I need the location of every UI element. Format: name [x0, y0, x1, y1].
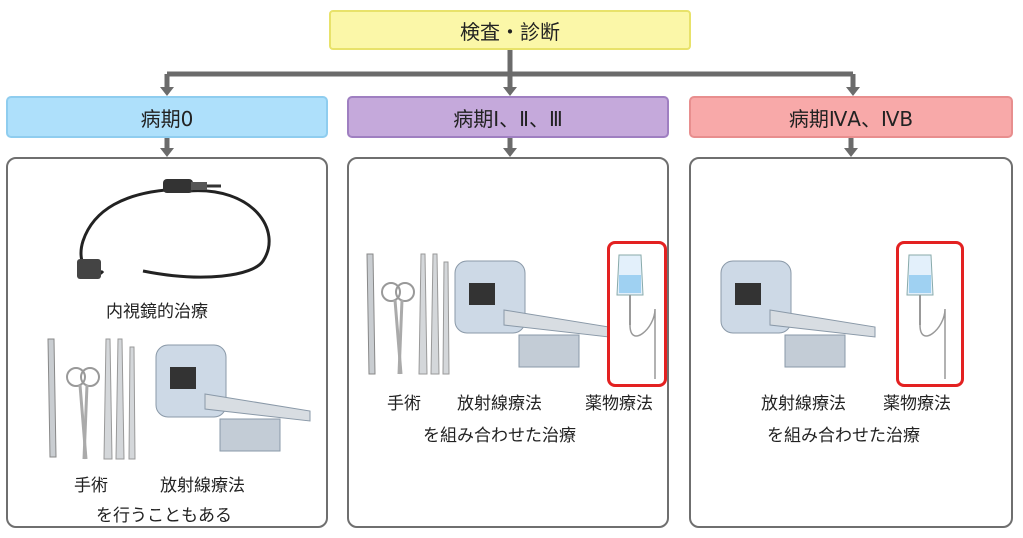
stage-0-header: 病期0: [6, 96, 328, 138]
radiation-machine-icon: [155, 344, 311, 452]
drug-therapy-highlight: [896, 241, 964, 387]
stage-4-header: 病期ⅣA、ⅣB: [689, 96, 1013, 138]
radiation-machine-icon: [454, 260, 610, 368]
radiation-label: 放射線療法: [761, 394, 846, 414]
panel-note: を組み合わせた治療: [767, 426, 920, 446]
stage-1-3-label: 病期Ⅰ、Ⅱ、Ⅲ: [453, 106, 563, 131]
panel-note: を組み合わせた治療: [423, 426, 576, 446]
drug-therapy-label: 薬物療法: [585, 394, 653, 414]
radiation-label: 放射線療法: [160, 476, 245, 496]
stage-1-3-treatment-panel: 手術 放射線療法 薬物療法 を組み合わせた治療: [347, 157, 669, 528]
diagnosis-label: 検査・診断: [460, 19, 560, 44]
radiation-machine-icon: [720, 260, 876, 368]
radiation-label: 放射線療法: [457, 394, 542, 414]
drug-therapy-label: 薬物療法: [883, 394, 951, 414]
panel-note: を行うこともある: [96, 506, 232, 526]
surgical-tools-icon: [366, 253, 450, 375]
surgical-tools-icon: [47, 338, 136, 460]
iv-drip-icon: [616, 254, 656, 379]
stage-1-3-header: 病期Ⅰ、Ⅱ、Ⅲ: [347, 96, 669, 138]
endoscope-label: 内視鏡的治療: [106, 302, 208, 322]
stage-4-label: 病期ⅣA、ⅣB: [788, 106, 914, 131]
stage-4-treatment-panel: 放射線療法 薬物療法 を組み合わせた治療: [689, 157, 1013, 528]
drug-therapy-highlight: [607, 241, 667, 387]
surgery-label: 手術: [387, 394, 421, 414]
stage-0-treatment-panel: 内視鏡的治療 手術 放射線療法 を行うこともある: [6, 157, 328, 528]
diagnosis-box: 検査・診断: [329, 10, 691, 50]
endoscope-icon: [77, 179, 271, 279]
stage-0-label: 病期0: [140, 106, 194, 131]
iv-drip-icon: [906, 254, 946, 379]
surgery-label: 手術: [74, 476, 108, 496]
